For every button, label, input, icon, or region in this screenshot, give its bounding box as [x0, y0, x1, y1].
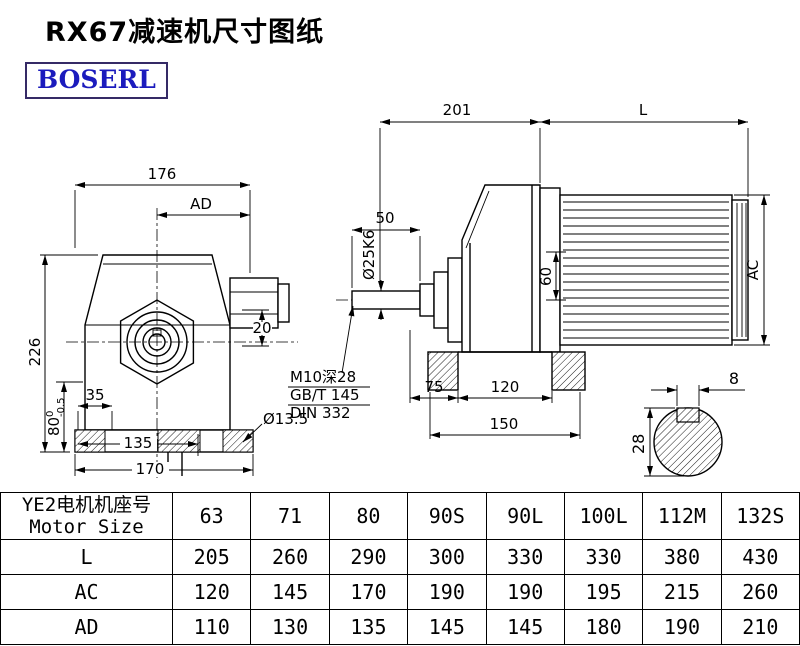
foot-rear: [551, 351, 586, 391]
fan-cover: [731, 199, 749, 341]
motor-body: [559, 194, 733, 346]
table-cell: 135: [328, 609, 409, 645]
table-cell: 145: [407, 609, 487, 645]
table-cell: 170: [328, 574, 409, 610]
note-thread: M10深28: [290, 368, 356, 386]
dim-20: 20: [252, 319, 271, 337]
technical-drawing: 176 AD 226 80 0 -0.5 35: [26, 101, 770, 480]
table-cell: 210: [720, 609, 800, 645]
table-cell: 120: [171, 574, 252, 610]
front-view: [66, 208, 298, 480]
page-title: RX67减速机尺寸图纸: [45, 17, 325, 48]
table-cell: 190: [407, 574, 487, 610]
foot-pad-right: [222, 429, 254, 453]
row-label-L: L: [0, 539, 173, 575]
column-header-90l: 90L: [485, 492, 565, 540]
dim-150: 150: [490, 415, 519, 433]
foot-pad-mid: [157, 429, 201, 453]
row-label-AD: AD: [0, 609, 173, 645]
dim-80-tol-upper: 0: [45, 411, 56, 417]
dim-176: 176: [148, 165, 177, 183]
table-cell: 260: [720, 574, 800, 610]
table-cell: 130: [250, 609, 330, 645]
table-cell: 330: [563, 539, 644, 575]
dim-80-tol-lower: -0.5: [56, 397, 67, 417]
table-cell: 290: [328, 539, 409, 575]
table-row-AC: AC 120 145 170 190 190 195 215 260: [0, 574, 800, 610]
dim-50: 50: [375, 209, 394, 227]
dim-28: 28: [629, 434, 648, 454]
dim-226: 226: [26, 338, 44, 367]
dim-201: 201: [443, 101, 472, 119]
column-header-90s: 90S: [407, 492, 487, 540]
foot-front: [427, 351, 459, 391]
table-row-AD: AD 110 130 135 145 145 180 190 210: [0, 609, 800, 645]
table-cell: 260: [250, 539, 330, 575]
table-header-row: YE2电机机座号 Motor Size 63 71 80 90S 90L 100…: [0, 492, 800, 540]
front-view-dimensions: 176 AD 226 80 0 -0.5 35: [26, 165, 308, 478]
keyway: [676, 407, 700, 423]
column-header-132s: 132S: [720, 492, 800, 540]
table-row-L: L 205 260 290 300 330 330 380 430: [0, 539, 800, 575]
dim-35: 35: [85, 386, 104, 404]
foot-pad-left: [74, 429, 106, 453]
dim-L: L: [639, 101, 648, 119]
dim-hole-13-5: Ø13.5: [263, 410, 308, 428]
table-cell: 145: [250, 574, 330, 610]
dimension-table: YE2电机机座号 Motor Size 63 71 80 90S 90L 100…: [0, 492, 800, 645]
table-cell: 430: [720, 539, 800, 575]
note-gb: GB/T 145: [290, 386, 360, 404]
table-cell: 300: [407, 539, 487, 575]
table-cell: 330: [485, 539, 565, 575]
table-cell: 215: [642, 574, 722, 610]
shaft-end-view: 8 28: [629, 369, 745, 477]
dim-170: 170: [136, 460, 165, 478]
dim-135: 135: [124, 434, 153, 452]
motor-size-header-en: Motor Size: [29, 516, 144, 538]
column-header-63: 63: [171, 492, 252, 540]
dim-80: 80: [45, 417, 63, 436]
table-cell: 195: [563, 574, 644, 610]
motor-size-header: YE2电机机座号 Motor Size: [0, 492, 173, 540]
input-shaft: [351, 290, 421, 310]
dim-60: 60: [537, 267, 555, 286]
dim-120: 120: [491, 378, 520, 396]
row-label-AC: AC: [0, 574, 173, 610]
table-cell: 145: [485, 609, 565, 645]
table-cell: 190: [642, 609, 722, 645]
table-cell: 190: [485, 574, 565, 610]
dim-AD: AD: [190, 195, 212, 213]
brand-logo: BOSERL: [25, 62, 168, 99]
dim-key-width-8: 8: [729, 369, 739, 388]
dim-shaft-25k6: Ø25K6: [360, 230, 378, 280]
column-header-100l: 100L: [563, 492, 644, 540]
column-header-71: 71: [250, 492, 330, 540]
side-view-dimensions: 201 L 50 Ø25K6 60 AC M10深28 GB/T: [288, 101, 770, 439]
gearbox-housing: [461, 184, 541, 353]
dim-AC: AC: [744, 260, 762, 280]
table-cell: 380: [642, 539, 722, 575]
motor-size-header-cn: YE2电机机座号: [21, 493, 152, 516]
side-view: [336, 184, 749, 391]
column-header-112m: 112M: [642, 492, 722, 540]
output-boss: [229, 277, 279, 329]
column-header-80: 80: [328, 492, 409, 540]
table-cell: 205: [171, 539, 252, 575]
note-din: DIN 332: [290, 404, 351, 422]
table-cell: 110: [171, 609, 252, 645]
dim-75: 75: [424, 378, 443, 396]
table-cell: 180: [563, 609, 644, 645]
